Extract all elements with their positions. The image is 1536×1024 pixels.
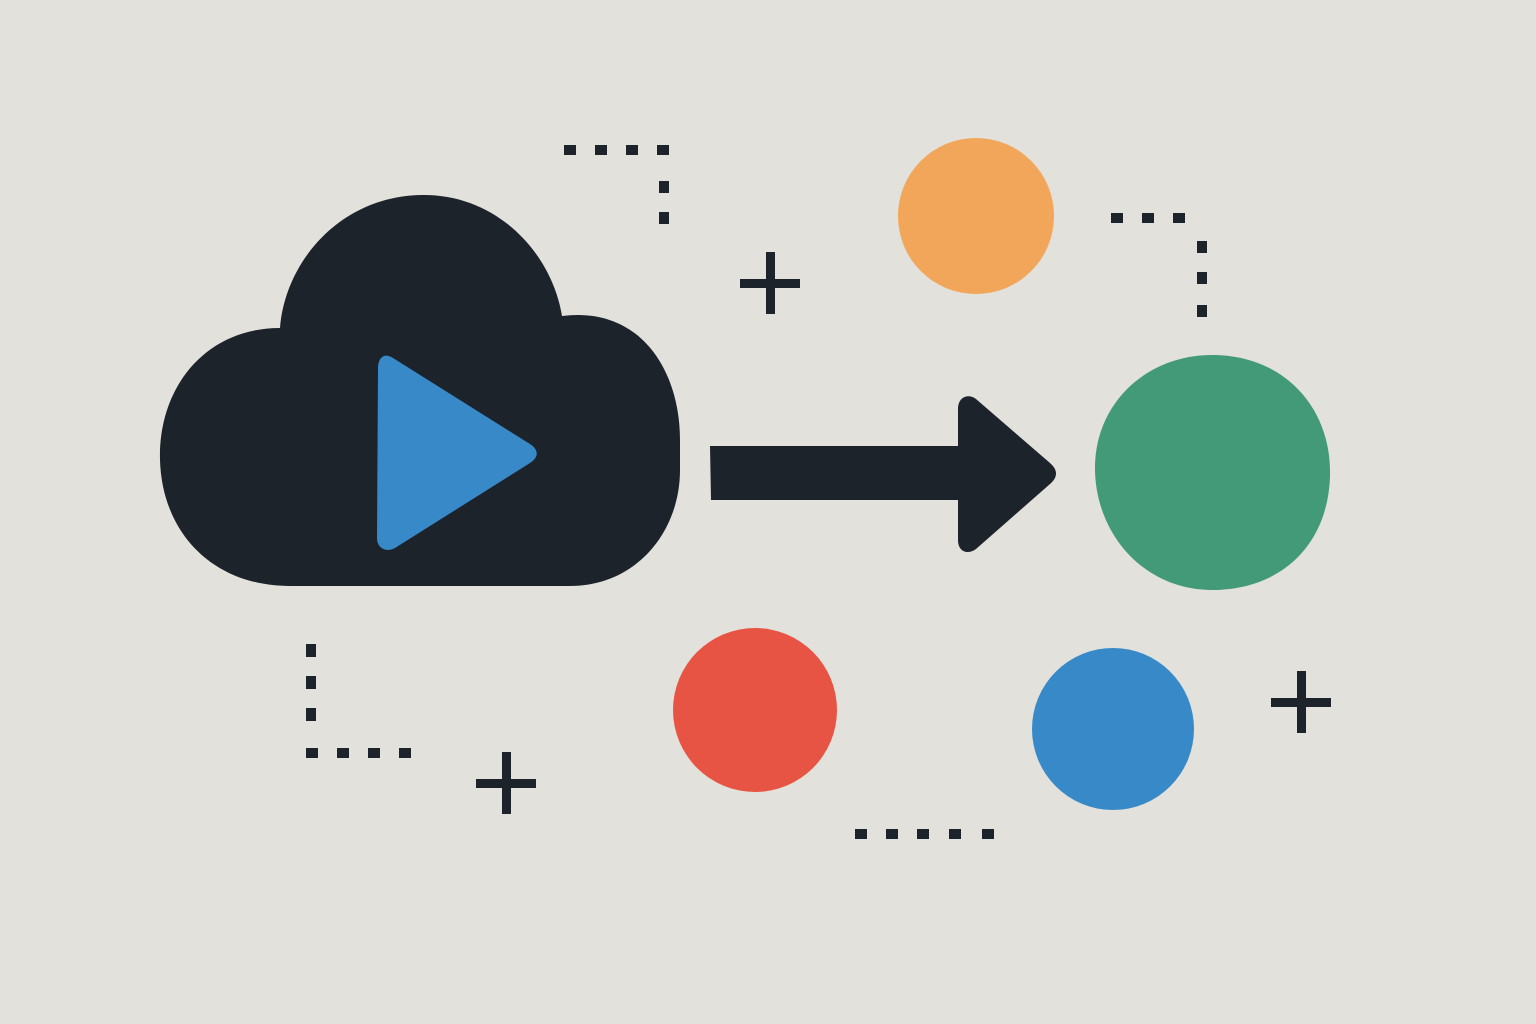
plus-icon — [476, 752, 536, 814]
orange-circle — [898, 138, 1054, 294]
blue-circle — [1032, 648, 1194, 810]
dotted-corner-top — [564, 145, 669, 224]
cloud-play-group — [159, 194, 680, 586]
red-circle — [673, 628, 837, 792]
plus-icon — [1271, 671, 1331, 733]
play-icon — [377, 355, 537, 550]
dotted-corner-bottom-left — [306, 644, 411, 758]
dotted-corner-right — [1111, 213, 1207, 317]
dotted-line-bottom — [855, 829, 994, 839]
arrow-right-icon — [710, 396, 1056, 552]
plus-icon — [740, 252, 800, 314]
green-circle — [1094, 355, 1331, 590]
